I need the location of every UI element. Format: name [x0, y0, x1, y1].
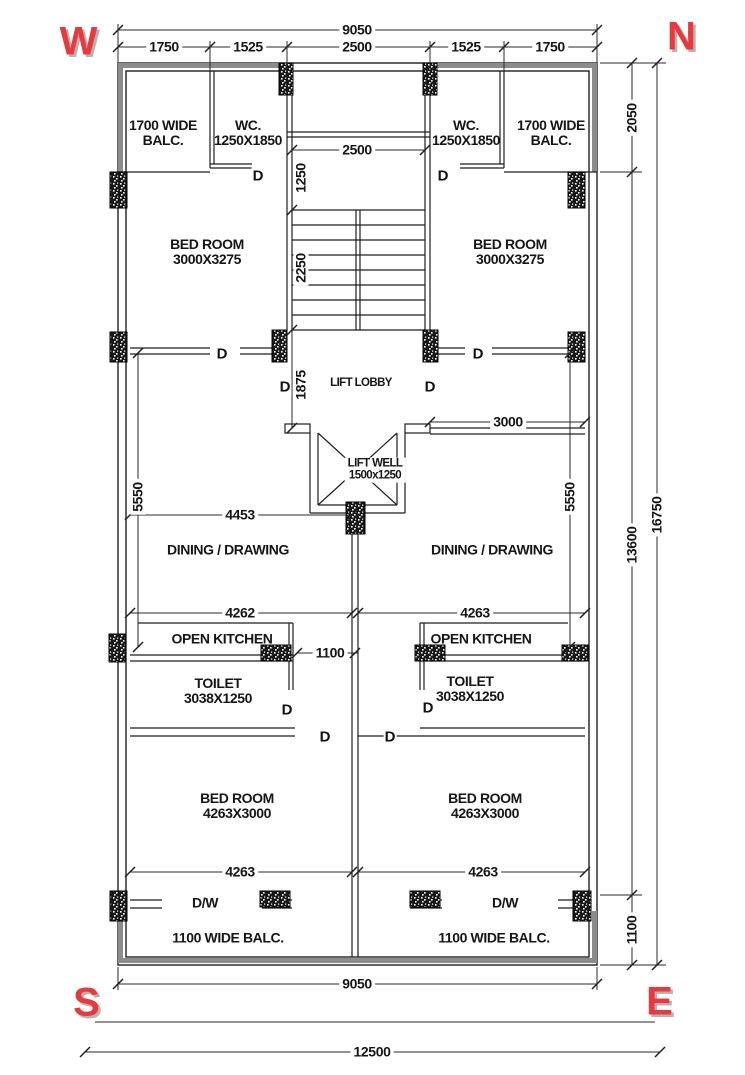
dim-unit-right-width: 4263 [457, 605, 493, 621]
dim-lift-lobby-depth: 1875 [292, 367, 309, 403]
room-label-line: 3038X1250 [183, 690, 253, 706]
room-bedroom-bottom-left: BED ROOM 4263X3000 [200, 789, 274, 821]
room-label-line: WC. [452, 116, 479, 133]
room-dining-left: DINING / DRAWING [167, 541, 289, 558]
room-balcony-top-right: 1700 WIDE BALC. [517, 116, 585, 148]
label-dw-left: D/W [191, 894, 219, 911]
door-marker-lobby-right: D [423, 378, 437, 396]
room-label-line: 1700 WIDE [129, 116, 197, 133]
dim-stair-landing: 1250 [292, 160, 309, 196]
dim-top-seg-4: 1525 [448, 39, 484, 55]
room-label-line: 3000X3275 [475, 251, 545, 267]
door-marker-lobby-left: D [278, 378, 292, 396]
compass-east: E [646, 979, 673, 1024]
dim-top-seg-5: 1750 [532, 39, 568, 55]
door-marker-bed-top-right: D [471, 345, 485, 363]
columns [108, 62, 592, 922]
room-balcony-bottom-right: 1100 WIDE BALC. [438, 929, 550, 946]
room-toilet-left: TOILET 3038X1250 [183, 674, 253, 706]
dim-top-seg-3: 2500 [339, 39, 375, 55]
dim-dining-height-left: 5550 [129, 479, 146, 515]
room-label-line: BED ROOM [200, 789, 274, 806]
dim-dining-right-width: 3000 [490, 414, 526, 430]
dim-top-seg-1: 1750 [146, 39, 182, 55]
dim-body-height: 13600 [623, 523, 640, 567]
door-marker-bed-bottom-right: D [383, 728, 397, 746]
compass-south: S [73, 980, 100, 1025]
dim-bottom-total: 9050 [339, 976, 375, 992]
room-bedroom-top-right: BED ROOM 3000X3275 [473, 235, 547, 267]
lift-well-flanges [284, 423, 431, 434]
dim-site-width: 12500 [350, 1044, 394, 1060]
dim-unit-left-width: 4262 [222, 605, 258, 621]
room-label-line: LIFT WELL [347, 457, 403, 470]
label-dw-right: D/W [491, 894, 519, 911]
room-bedroom-top-left: BED ROOM 3000X3275 [170, 235, 244, 267]
door-marker-wc-right: D [436, 167, 450, 185]
room-wc-right: WC. 1250X1850 [431, 116, 501, 148]
dim-stair-width: 2500 [339, 142, 375, 158]
compass-west: W [59, 19, 98, 64]
room-lift-lobby: LIFT LOBBY [330, 376, 392, 389]
room-kitchen-right: OPEN KITCHEN [430, 630, 532, 647]
dim-kitchen-passage: 1100 [312, 645, 348, 661]
room-label-line: 4263X3000 [450, 805, 520, 821]
room-label-line: BALC. [142, 132, 184, 148]
room-bedroom-bottom-right: BED ROOM 4263X3000 [448, 789, 522, 821]
room-label-line: BED ROOM [170, 235, 244, 252]
room-lift-well: LIFT WELL 1500x1250 [344, 457, 406, 483]
dim-balcony-top-depth: 2050 [623, 100, 640, 136]
dim-bedroom-right-width: 4263 [465, 864, 501, 880]
room-label-line: 3038X1250 [435, 688, 505, 704]
dim-top-seg-2: 1525 [230, 39, 266, 55]
room-label-line: BALC. [530, 132, 572, 148]
room-label-line: 3000X3275 [172, 251, 242, 267]
dim-dining-left-width: 4453 [222, 507, 258, 523]
dim-stair-run: 2250 [292, 250, 309, 286]
room-wc-left: WC. 1250X1850 [213, 116, 283, 148]
room-label-line: BED ROOM [448, 789, 522, 806]
room-label-line: TOILET [446, 672, 494, 689]
room-label-line: 1700 WIDE [517, 116, 585, 133]
room-toilet-right: TOILET 3038X1250 [435, 672, 505, 704]
door-marker-bed-bottom-left: D [318, 728, 332, 746]
room-label-line: 4263X3000 [202, 805, 272, 821]
door-marker-bed-top-left: D [215, 345, 229, 363]
room-label-line: BED ROOM [473, 235, 547, 252]
room-label-line: 1250X1850 [213, 132, 283, 148]
dim-balcony-bottom-depth: 1100 [623, 912, 640, 948]
room-balcony-top-left: 1700 WIDE BALC. [129, 116, 197, 148]
room-label-line: WC. [234, 116, 261, 133]
room-dining-right: DINING / DRAWING [431, 541, 553, 558]
compass-north: N [667, 14, 696, 59]
door-marker-toilet-left: D [280, 701, 294, 719]
room-label-line: TOILET [194, 674, 242, 691]
room-kitchen-left: OPEN KITCHEN [171, 630, 273, 647]
dim-dining-height-right: 5550 [561, 479, 578, 515]
door-marker-wc-left: D [251, 167, 265, 185]
room-label-line: 1250X1850 [431, 132, 501, 148]
room-balcony-bottom-left: 1100 WIDE BALC. [172, 929, 284, 946]
door-marker-toilet-right: D [421, 699, 435, 717]
dim-bedroom-left-width: 4263 [222, 864, 258, 880]
dim-total-height: 16750 [648, 493, 665, 537]
room-label-line: 1500x1250 [348, 470, 402, 482]
balcony-parapet-walls [118, 63, 597, 963]
dim-top-total: 9050 [339, 22, 375, 38]
